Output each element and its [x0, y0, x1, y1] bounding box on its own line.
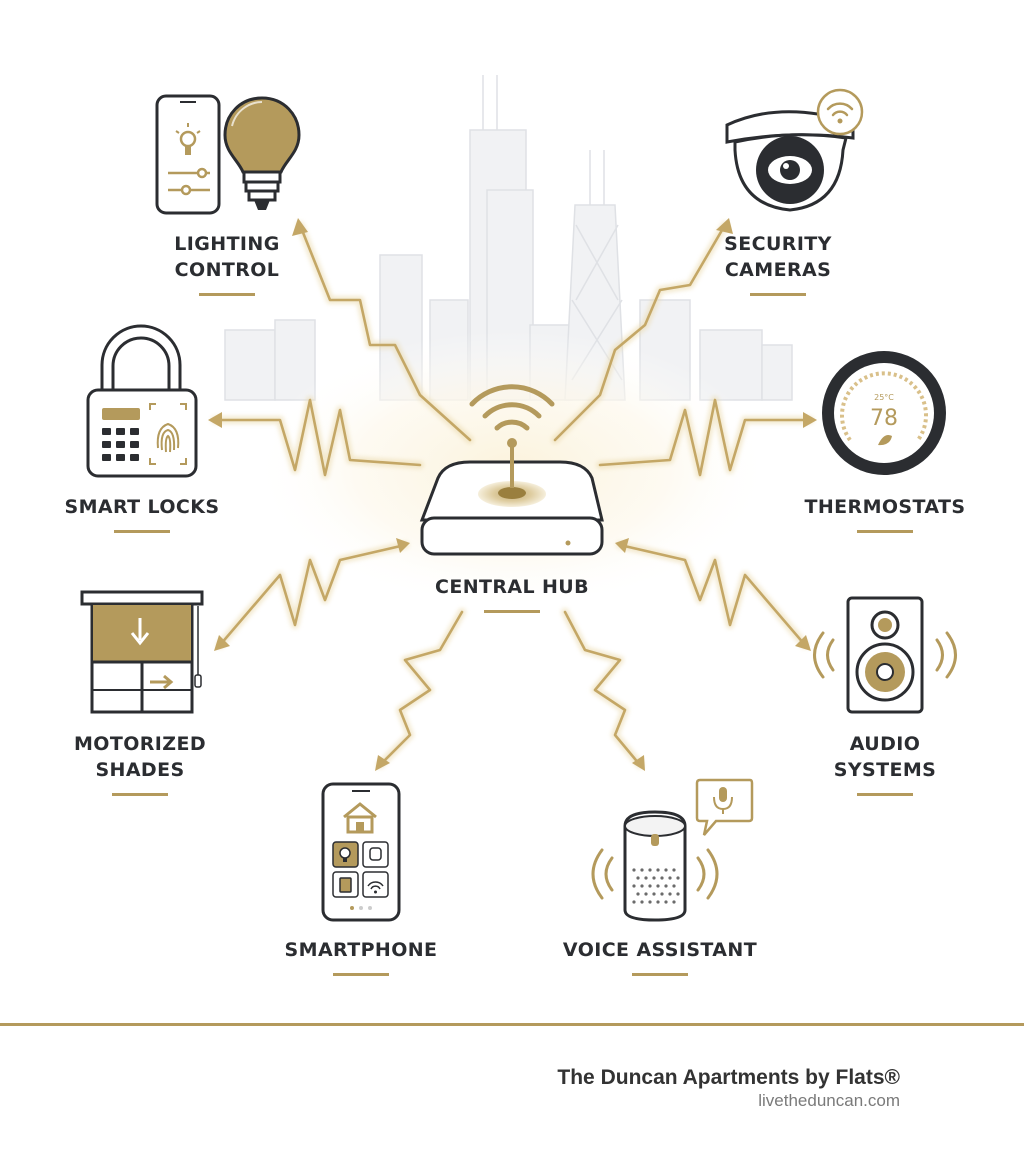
- thermostat-reading: 25°C: [874, 393, 894, 402]
- smart-speaker-icon: [591, 778, 754, 922]
- signal-waves: [208, 218, 817, 771]
- arrowhead-security: [716, 218, 733, 234]
- label-thermostats: THERMOSTATS: [790, 494, 980, 533]
- speaker-icon: [813, 596, 957, 714]
- router-hub-icon: [419, 384, 604, 556]
- label-line-1: VOICE ASSISTANT: [562, 939, 758, 961]
- arrowhead-thermostats: [803, 412, 817, 428]
- label-smartphone: SMARTPHONE: [271, 937, 451, 976]
- window-shade-icon: [80, 590, 204, 714]
- label-line-1: LIGHTING: [174, 233, 280, 255]
- wave-shades: [218, 543, 407, 647]
- footer-divider: [0, 1023, 1024, 1026]
- thermostat-icon: 25°C 78: [822, 351, 946, 475]
- label-central-hub: CENTRAL HUB: [422, 574, 602, 613]
- arrowhead-audio: [795, 635, 811, 651]
- smartphone-app-icon: [321, 782, 401, 922]
- label-audio-systems: AUDIO SYSTEMS: [805, 731, 965, 796]
- label-line-1: AUDIO: [849, 733, 921, 755]
- thermostat-temp: 78: [870, 406, 898, 431]
- arrowhead-lighting: [292, 218, 308, 236]
- hub-label: CENTRAL HUB: [434, 576, 590, 598]
- label-security-cameras: SECURITY CAMERAS: [708, 231, 848, 296]
- label-line-2: CONTROL: [174, 259, 280, 281]
- label-underline: [484, 610, 540, 613]
- label-line-1: SMARTPHONE: [284, 939, 438, 961]
- label-underline: [857, 530, 913, 533]
- phone-lightbulb-icon: [155, 94, 301, 215]
- label-underline: [750, 293, 806, 296]
- wave-security: [553, 223, 727, 442]
- wave-locks: [213, 398, 422, 477]
- label-line-2: SYSTEMS: [833, 759, 937, 781]
- wave-lighting: [298, 223, 472, 442]
- label-underline: [333, 973, 389, 976]
- label-underline: [632, 973, 688, 976]
- wave-smartphone: [378, 610, 464, 767]
- arrowhead-smartphone: [375, 755, 390, 771]
- arrowhead-hub-left: [396, 538, 410, 553]
- footer-website: livetheduncan.com: [758, 1091, 900, 1110]
- label-smart-locks: SMART LOCKS: [52, 494, 232, 533]
- label-lighting-control: LIGHTING CONTROL: [157, 231, 297, 296]
- label-underline: [112, 793, 168, 796]
- padlock-keypad-icon: [86, 324, 198, 478]
- label-line-2: CAMERAS: [724, 259, 832, 281]
- wave-audio: [618, 543, 807, 647]
- label-line-2: SHADES: [95, 759, 185, 781]
- label-voice-assistant: VOICE ASSISTANT: [555, 937, 765, 976]
- arrowhead-hub-right: [615, 538, 629, 553]
- arrowhead-shades: [214, 635, 230, 651]
- label-line-1: MOTORIZED: [74, 733, 206, 755]
- footer-brand-title: The Duncan Apartments by Flats®: [557, 1066, 900, 1089]
- dome-camera-icon: [725, 88, 864, 212]
- label-line-1: SECURITY: [724, 233, 832, 255]
- arrowhead-voice: [632, 755, 645, 771]
- arrowhead-locks: [208, 412, 222, 428]
- label-underline: [199, 293, 255, 296]
- wave-voice: [563, 610, 642, 767]
- label-line-1: SMART LOCKS: [64, 496, 220, 518]
- label-underline: [857, 793, 913, 796]
- label-motorized-shades: MOTORIZED SHADES: [60, 731, 220, 796]
- label-line-1: THERMOSTATS: [804, 496, 966, 518]
- wave-thermostats: [598, 398, 812, 477]
- label-underline: [114, 530, 170, 533]
